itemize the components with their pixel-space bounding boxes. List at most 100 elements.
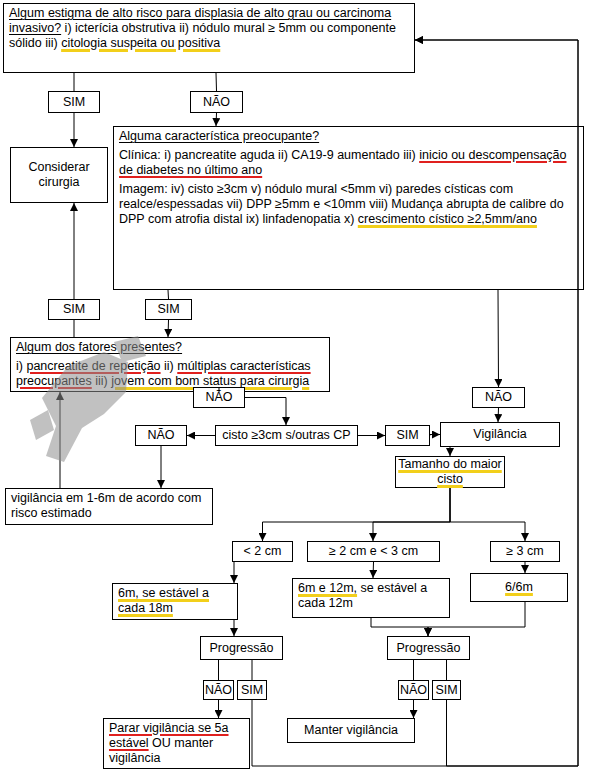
answer-label: SIM [432,680,461,700]
node-text: SIM [241,683,263,697]
text-wrap: 6m e 12m, se estável a cada 12m [298,581,444,611]
decision-box: Progressão [200,636,283,660]
text-wrap: SIM [63,302,85,317]
answer-label: NÃO [190,91,243,113]
text-line-group: Vigilância [473,427,526,442]
connector [263,488,451,541]
text-wrap: NÃO [147,428,174,443]
connector [373,488,450,541]
answer-label: NÃO [398,680,429,700]
node-text: Considerar cirurgia [28,160,89,189]
text-line-group: cisto ≥3cm s/outras CP [222,428,350,443]
text-wrap: < 2 cm [244,544,282,559]
connector [498,290,500,387]
node-text: NÃO [400,683,427,697]
text-line-group: Parar vigilância se 5a estável OU manter… [109,721,244,766]
text-line-group: NÃO [485,390,512,405]
text-wrap: 6/6m [505,580,533,595]
text-wrap: Manter vigilância [304,723,398,738]
text-wrap: SIM [435,683,457,698]
decision-box: cisto ≥3cm s/outras CP [215,425,358,446]
node-text: < 2 cm [244,544,282,558]
text-line-group: Imagem: iv) cisto ≥3cm v) nódulo mural <… [119,182,578,227]
connector [413,660,414,680]
outcome-box: Parar vigilância se 5a estável OU manter… [103,718,250,769]
decision-box: Progressão [387,636,470,660]
text-line-group: Algum estigma de alto risco para displas… [9,6,409,51]
connector [60,392,61,488]
connector [373,562,375,578]
decision-box: Tamanho do maior cisto [395,456,505,488]
node-text: vigilância em 1-6m de acordo com risco e… [11,491,201,520]
connector [450,447,451,456]
node-text: Alguma característica preocupante? [119,129,319,143]
text-wrap: NÃO [205,390,232,405]
text-line-group: Algum dos fatores presentes? [16,340,324,355]
text-line-group: SIM [63,95,85,110]
node-text: 6m, se estável a cada 18m [118,586,209,615]
connector [74,113,75,147]
connector [450,488,525,541]
connector [218,660,219,680]
question-box: Algum dos fatores presentes?i) pancreati… [10,337,330,392]
node-text: Algum dos fatores presentes? [16,340,182,354]
text-wrap: vigilância em 1-6m de acordo com risco e… [11,491,207,521]
text-wrap: SIM [157,302,179,317]
node-text: SIM [63,95,85,109]
text-line-group: Tamanho do maior cisto [398,457,502,487]
text-line-group: Progressão [397,641,461,656]
process-box: Vigilância [440,422,560,447]
node-text: NÃO [205,683,232,697]
size-box: ≥ 2 cm e < 3 cm [307,541,440,562]
node-text: Clínica: i) pancreatite aguda ii) CA19-9… [119,148,416,162]
connector [74,73,75,91]
text-wrap: 6m, se estável a cada 18m [118,586,232,616]
outcome-box: Considerar cirurgia [10,147,108,203]
text-line-group: NÃO [147,428,174,443]
text-line-group: SIM [435,683,457,698]
node-text: Progressão [210,641,274,655]
question-box: Algum estigma de alto risco para displas… [3,3,415,73]
connector [216,73,218,91]
text-wrap: Tamanho do maior cisto [398,457,502,487]
connector [446,660,447,680]
node-text: Manter vigilância [304,723,398,737]
connector [74,320,75,337]
interval-box: 6/6m [470,573,568,602]
node-text: pancreatite de repetição [26,359,160,373]
node-text: ii) [164,359,174,373]
node-text: SIM [435,683,457,697]
text-line-group: Alguma característica preocupante? [119,129,578,144]
text-wrap: Parar vigilância se 5a estável OU manter… [109,721,244,766]
answer-label: SIM [48,91,100,113]
text-wrap: Considerar cirurgia [13,160,105,190]
node-text: SIM [157,302,179,316]
node-text: 6/6m [505,580,533,594]
text-line-group: Considerar cirurgia [13,160,105,190]
node-text: ≥ 2 cm e < 3 cm [329,544,418,558]
node-text: Progressão [397,641,461,655]
node-text: NÃO [485,390,512,404]
connector [168,290,170,299]
text-line-group: 6m e 12m, se estável a cada 12m [298,581,444,611]
text-line-group: Manter vigilância [304,723,398,738]
text-wrap: ≥ 2 cm e < 3 cm [329,544,418,559]
node-text: SIM [396,428,418,442]
connector [525,562,526,573]
node-text: NÃO [147,428,174,442]
text-wrap: NÃO [203,95,230,110]
connector [168,320,170,337]
answer-label: SIM [237,680,267,700]
connector [216,113,218,126]
process-box: vigilância em 1-6m de acordo com risco e… [5,488,213,525]
text-wrap: cisto ≥3cm s/outras CP [222,428,350,443]
node-text: NÃO [205,390,232,404]
question-box: Alguma característica preocupante? Clínic… [113,126,584,290]
text-line-group: SIM [157,302,179,317]
node-text: 6m e 12m, [298,581,357,595]
text-wrap: NÃO [400,683,427,698]
node-text: citologia suspeita ou positiva [61,36,220,50]
node-text: Tamanho do maior cisto [398,457,502,486]
text-line-group: SIM [396,428,418,443]
